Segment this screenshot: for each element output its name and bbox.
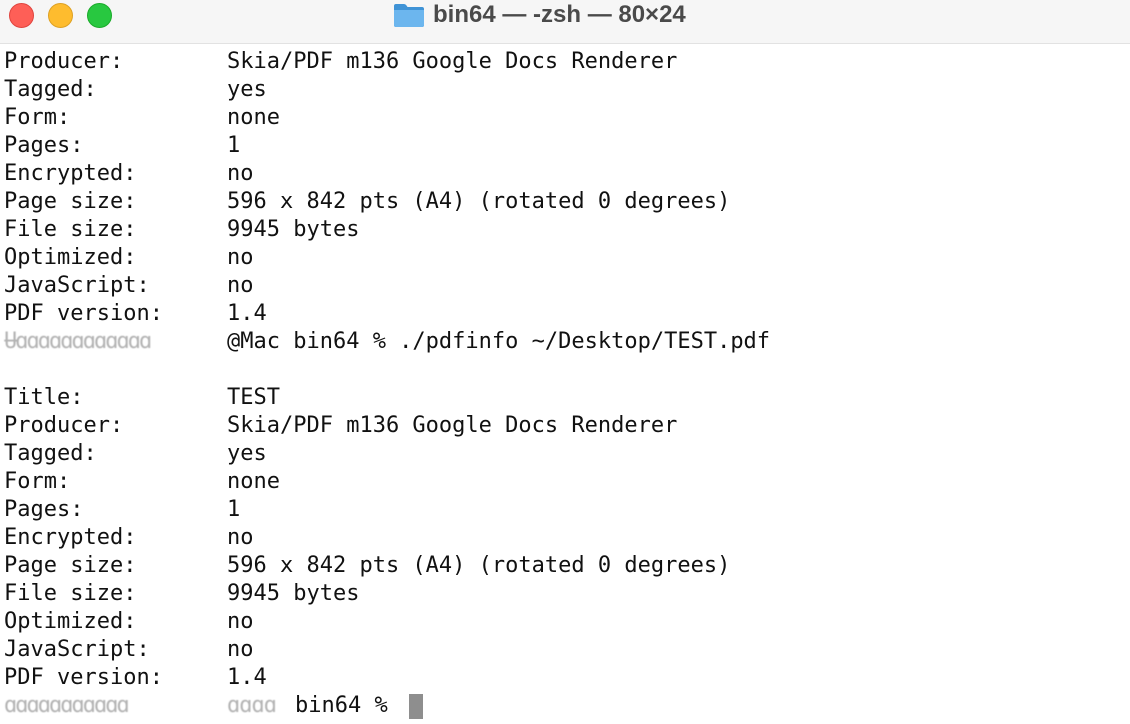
info-row: Form: none (4, 104, 1124, 132)
redacted-username: Ʉɑɑɑɑɑɑɑɑɑɑɑɑ (4, 329, 152, 354)
info-value: 1.4 (227, 665, 267, 690)
info-value: no (227, 609, 254, 634)
info-row: JavaScript: no (4, 272, 1124, 300)
info-value: 9945 bytes (227, 581, 360, 606)
maximize-window-button[interactable] (87, 3, 112, 28)
info-row: JavaScript: no (4, 636, 1124, 664)
info-value: Skia/PDF m136 Google Docs Renderer (227, 49, 678, 74)
info-value: no (227, 245, 254, 270)
command-text: @Mac bin64 % ./pdfinfo ~/Desktop/TEST.pd… (227, 329, 771, 354)
info-key: Pages: (4, 497, 84, 522)
info-key: File size: (4, 581, 137, 606)
info-row: Encrypted: no (4, 524, 1124, 552)
info-row: Pages: 1 (4, 132, 1124, 160)
info-key: PDF version: (4, 665, 163, 690)
redacted-username: ɑɑɑɑɑɑɑɑɑɑɑ (4, 693, 130, 718)
info-row: File size: 9945 bytes (4, 580, 1124, 608)
info-value: 1.4 (227, 301, 267, 326)
info-key: Optimized: (4, 245, 137, 270)
blank-line (4, 356, 1124, 384)
window-title-group: bin64 — -zsh — 80×24 (393, 0, 686, 30)
prompt-line[interactable]: ɑɑɑɑɑɑɑɑɑɑɑ ɑɑɑɑ bin64 % (4, 692, 1124, 720)
info-value: yes (227, 77, 267, 102)
info-value: 596 x 842 pts (A4) (rotated 0 degrees) (227, 189, 731, 214)
info-row: Tagged: yes (4, 76, 1124, 104)
info-value: none (227, 105, 280, 130)
window-title: bin64 — -zsh — 80×24 (433, 1, 686, 28)
info-key: Title: (4, 385, 84, 410)
info-row: Optimized: no (4, 244, 1124, 272)
info-key: Form: (4, 105, 71, 130)
info-row: Page size: 596 x 842 pts (A4) (rotated 0… (4, 188, 1124, 216)
info-key: Page size: (4, 553, 137, 578)
terminal-output[interactable]: Producer: Skia/PDF m136 Google Docs Rend… (4, 48, 1124, 720)
info-row: Encrypted: no (4, 160, 1124, 188)
info-row: Producer: Skia/PDF m136 Google Docs Rend… (4, 412, 1124, 440)
info-value: yes (227, 441, 267, 466)
prompt-text: bin64 % (295, 693, 388, 718)
info-key: Tagged: (4, 441, 97, 466)
close-window-button[interactable] (9, 3, 34, 28)
info-key: Producer: (4, 413, 124, 438)
info-value: 1 (227, 133, 241, 158)
info-row: Producer: Skia/PDF m136 Google Docs Rend… (4, 48, 1124, 76)
info-key: Optimized: (4, 609, 137, 634)
info-row: Page size: 596 x 842 pts (A4) (rotated 0… (4, 552, 1124, 580)
info-value: 596 x 842 pts (A4) (rotated 0 degrees) (227, 553, 731, 578)
info-key: Encrypted: (4, 525, 137, 550)
info-value: no (227, 161, 254, 186)
info-key: JavaScript: (4, 637, 150, 662)
info-key: PDF version: (4, 301, 163, 326)
info-key: Page size: (4, 189, 137, 214)
info-row: Form: none (4, 468, 1124, 496)
info-value: none (227, 469, 280, 494)
info-row: PDF version: 1.4 (4, 300, 1124, 328)
info-key: File size: (4, 217, 137, 242)
info-row: Title: TEST (4, 384, 1124, 412)
minimize-window-button[interactable] (48, 3, 73, 28)
info-row: Optimized: no (4, 608, 1124, 636)
info-row: PDF version: 1.4 (4, 664, 1124, 692)
command-line: Ʉɑɑɑɑɑɑɑɑɑɑɑɑ @Mac bin64 % ./pdfinfo ~/D… (4, 328, 1124, 356)
info-value: 9945 bytes (227, 217, 360, 242)
info-value: no (227, 273, 254, 298)
info-value: TEST (227, 385, 280, 410)
info-value: Skia/PDF m136 Google Docs Renderer (227, 413, 678, 438)
info-value: no (227, 525, 254, 550)
info-row: Pages: 1 (4, 496, 1124, 524)
title-bar[interactable]: bin64 — -zsh — 80×24 (0, 0, 1130, 44)
info-key: Encrypted: (4, 161, 137, 186)
redacted-hostname: ɑɑɑɑ (227, 693, 277, 718)
info-key: Form: (4, 469, 71, 494)
info-value: 1 (227, 497, 241, 522)
info-key: Pages: (4, 133, 84, 158)
info-value: no (227, 637, 254, 662)
info-key: Producer: (4, 49, 124, 74)
info-row: File size: 9945 bytes (4, 216, 1124, 244)
info-row: Tagged: yes (4, 440, 1124, 468)
folder-icon (394, 4, 424, 27)
info-key: Tagged: (4, 77, 97, 102)
text-cursor (409, 694, 423, 719)
info-key: JavaScript: (4, 273, 150, 298)
